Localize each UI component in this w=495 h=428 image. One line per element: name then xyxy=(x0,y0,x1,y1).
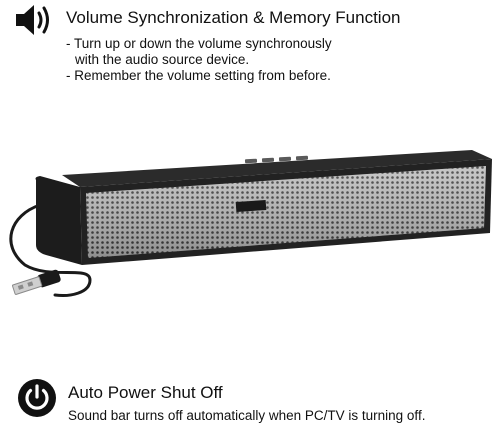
speaker-volume-icon xyxy=(16,5,49,35)
power-icon xyxy=(18,379,56,417)
bullet-item: - Turn up or down the volume synchronous… xyxy=(66,36,332,51)
usb-plug xyxy=(12,269,61,295)
power-feature-title: Auto Power Shut Off xyxy=(68,383,223,402)
bullet-item: with the audio source device. xyxy=(75,52,250,67)
volume-feature-title: Volume Synchronization & Memory Function xyxy=(66,8,401,27)
power-feature-section: Auto Power Shut Off Sound bar turns off … xyxy=(0,372,495,428)
bullet-item: - Remember the volume setting from befor… xyxy=(66,68,331,83)
usb-soundbar-image xyxy=(9,150,492,297)
volume-feature-bullets: - Turn up or down the volume synchronous… xyxy=(66,36,332,84)
power-feature-description: Sound bar turns off automatically when P… xyxy=(68,408,426,423)
soundbar-body xyxy=(35,150,492,265)
volume-feature-section: Volume Synchronization & Memory Function… xyxy=(0,0,495,100)
usb-cable xyxy=(9,203,92,297)
